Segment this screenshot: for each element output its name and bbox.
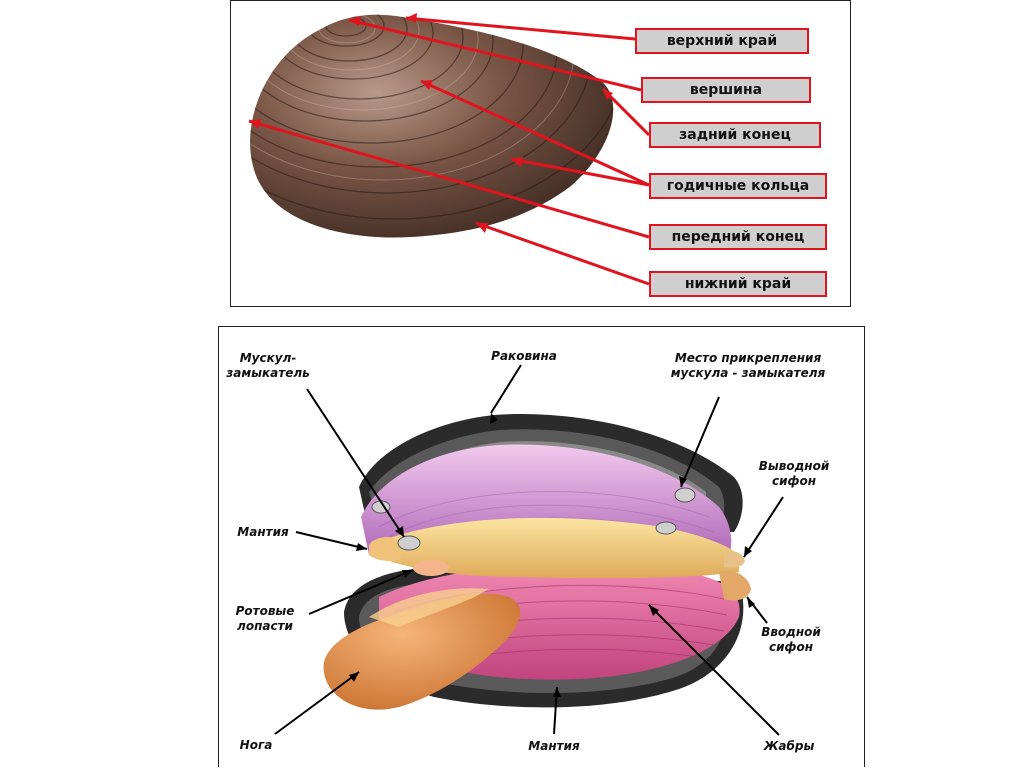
anatomy-arrowheads — [349, 413, 755, 697]
label-mantle-bottom: Мантия — [528, 739, 580, 753]
label-mantle-top: Мантия — [237, 525, 289, 539]
label-posterior-end: задний конец — [649, 122, 821, 148]
yellow-body — [369, 517, 739, 579]
label-oral-lobes: Ротовые лопасти — [235, 604, 295, 633]
pointer-anterior-end — [248, 119, 650, 239]
label-apex: вершина — [641, 77, 811, 103]
label-incurrent-siphon: Вводной сифон — [761, 625, 821, 654]
pointer-oral-lobes — [308, 569, 414, 615]
internal-anatomy-panel: Мускул- замыкатель Раковина Место прикре… — [218, 326, 865, 767]
label-adductor-muscle: Мускул- замыкатель — [226, 351, 310, 380]
muscle-attachment-spots — [371, 487, 696, 551]
label-gills: Жабры — [763, 739, 815, 753]
pointer-adductor-muscle — [306, 388, 405, 538]
pointer-foot — [274, 671, 360, 735]
label-foot: Нога — [239, 738, 273, 752]
foot — [323, 588, 521, 710]
oral-lobes-shape — [413, 560, 449, 576]
pointer-shell — [490, 364, 522, 414]
shell-pointer-arrowheads — [249, 13, 613, 233]
label-shell: Раковина — [491, 349, 557, 363]
shell-body — [250, 14, 614, 238]
pointer-gills — [648, 604, 780, 736]
label-muscle-attachment: Место прикрепления мускула - замыкателя — [670, 351, 826, 380]
pointer-growth-rings-2 — [510, 157, 650, 187]
shell-illustration — [248, 13, 651, 286]
label-growth-rings: годичные кольца — [649, 173, 827, 199]
pointer-lower-edge — [475, 221, 650, 286]
shell-pointer-lines — [248, 16, 651, 286]
label-upper-edge: верхний край — [635, 28, 809, 54]
pointer-apex — [348, 18, 642, 92]
anatomy-pointer-lines — [274, 364, 784, 736]
label-excurrent-siphon: Выводной сифон — [758, 459, 830, 488]
shell-exterior-panel: верхний край вершина задний конец годичн… — [230, 0, 851, 307]
pointer-growth-rings-1 — [420, 79, 650, 187]
pointer-mantle-top — [295, 531, 368, 550]
pointer-excurrent-siphon — [743, 496, 784, 558]
pointer-upper-edge — [405, 16, 636, 41]
pointer-posterior-end — [601, 87, 651, 137]
label-anterior-end: передний конец — [649, 224, 827, 250]
mollusk-anatomy-illustration — [274, 364, 784, 736]
siphons — [719, 551, 751, 601]
pointer-muscle-attachment — [680, 396, 720, 488]
label-lower-edge: нижний край — [649, 271, 827, 297]
